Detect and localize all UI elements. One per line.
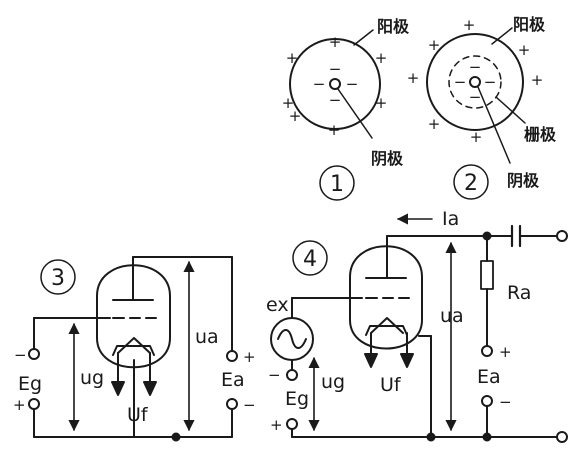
fig1-cathode-label: 阴极 [371, 149, 404, 168]
svg-text:+: + [531, 71, 544, 89]
svg-text:+: + [407, 69, 420, 87]
svg-text:−: − [329, 60, 342, 78]
fig4-eg-plus: + [270, 416, 283, 434]
fig4-eg-label: Eg [285, 388, 309, 410]
fig2-charges: + + + + + + + − − − − [407, 16, 544, 146]
fig2-anode-circle [426, 33, 524, 131]
fig1-anode-leader [353, 29, 374, 46]
fig1-diode-cross-section: + + + + + + + − − − − 阳极 阴极 1 [282, 17, 410, 201]
fig4-junction-bottom-left [426, 432, 436, 442]
fig3-cathode [112, 345, 155, 356]
fig2-triode-cross-section: + + + + + + + − − − − 阳极 栅极 阴极 2 [407, 15, 557, 200]
fig4-ua-label: ua [440, 305, 464, 327]
svg-text:+: + [470, 128, 483, 146]
fig4-heater-arrow-right [400, 353, 414, 368]
fig2-anode-label: 阳极 [513, 15, 546, 34]
fig2-cathode-label: 阴极 [507, 171, 540, 190]
svg-text:−: − [469, 58, 482, 76]
svg-text:+: + [428, 36, 441, 54]
fig2-grid-leader [495, 96, 526, 124]
fig4-junction-bottom-right [482, 432, 492, 442]
fig4-ea-terminal-bottom [481, 395, 493, 407]
fig3-eg-label: Eg [18, 373, 42, 395]
fig4-ea-minus: − [499, 393, 512, 411]
svg-text:+: + [463, 16, 476, 34]
fig1-charges: + + + + + + + − − − − [282, 33, 388, 139]
fig2-number-circle [453, 164, 489, 200]
fig4-ia-label: Ia [442, 208, 459, 230]
svg-text:−: − [454, 73, 467, 91]
fig1-anode-label: 阳极 [377, 17, 410, 36]
svg-text:−: − [313, 75, 326, 93]
fig4-uf-label: Uf [380, 374, 402, 396]
fig3-ea-terminal-top [226, 350, 238, 362]
fig4-filament [370, 317, 404, 334]
svg-text:+: + [328, 121, 341, 139]
fig2-grid-label: 栅极 [524, 125, 557, 144]
svg-text:+: + [329, 33, 342, 51]
fig1-number: 1 [330, 172, 344, 197]
fig3-ea-label: Ea [221, 369, 245, 391]
svg-text:+: + [375, 49, 388, 67]
fig4-output-terminal-bottom [556, 431, 568, 443]
fig2-cathode-dot [469, 76, 481, 88]
fig3-ea-plus: + [243, 348, 256, 366]
fig4-ex-label: ex [266, 294, 289, 316]
svg-text:−: − [329, 91, 342, 109]
fig3-ua-label: ua [195, 326, 219, 348]
fig3-uf-label: Uf [127, 404, 149, 426]
svg-text:−: − [469, 88, 482, 106]
fig3-ea-minus: − [243, 396, 256, 414]
fig3-ug-label: ug [80, 367, 104, 389]
fig1-cathode-leader [337, 88, 373, 139]
fig3-heater-arrow-right [143, 381, 157, 396]
fig4-eg-minus: − [268, 366, 281, 384]
svg-text:+: + [282, 94, 295, 112]
fig4-ea-plus: + [499, 343, 512, 361]
fig4-ug-label: ug [321, 371, 345, 393]
fig3-tube-envelope [96, 264, 171, 369]
fig3-eg-minus: − [14, 346, 27, 364]
fig2-number: 2 [464, 171, 478, 196]
fig3-junction [171, 432, 181, 442]
fig4-number-circle [292, 240, 328, 276]
fig4-tube-envelope [349, 245, 423, 350]
svg-text:+: + [286, 49, 299, 67]
fig2-cathode-leader [477, 86, 511, 164]
fig4-ea-terminal-top [481, 345, 493, 357]
fig4-amplifier-circuit: 4 ex − + Eg ug U [266, 208, 568, 443]
fig4-eg-terminal-bottom [286, 418, 298, 430]
fig1-number-circle [319, 165, 355, 201]
fig3-eg-terminal-top [28, 348, 40, 360]
fig4-cathode [365, 325, 408, 336]
svg-text:−: − [484, 73, 497, 91]
fig4-number: 4 [303, 247, 317, 272]
svg-text:+: + [375, 94, 388, 112]
fig3-number-circle [40, 259, 76, 295]
fig3-eg-plus: + [13, 396, 26, 414]
svg-text:−: − [346, 75, 359, 93]
svg-text:+: + [428, 115, 441, 133]
fig4-load-resistor [480, 260, 494, 290]
svg-text:+: + [289, 107, 302, 125]
fig4-ea-label: Ea [477, 366, 501, 388]
fig3-number: 3 [51, 266, 65, 291]
fig3-eg-terminal-bottom [28, 398, 40, 410]
fig4-ra-label: Ra [507, 282, 531, 304]
fig2-anode-leader [491, 27, 513, 45]
svg-text:+: + [518, 41, 531, 59]
fig4-eg-terminal-top [286, 369, 298, 381]
fig3-ea-terminal-bottom [226, 398, 238, 410]
fig4-output-terminal-top [556, 230, 568, 242]
fig3-heater-arrow-left [111, 381, 125, 396]
fig3-filament [117, 337, 151, 354]
fig2-grid-circle [448, 55, 502, 109]
fig3-triode-circuit: 3 − + Eg ug Uf [13, 256, 256, 442]
fig4-heater-arrow-left [364, 353, 378, 368]
fig1-anode-circle [289, 38, 381, 130]
fig1-cathode-dot [329, 78, 341, 90]
fig4-sine-wave [277, 329, 307, 349]
